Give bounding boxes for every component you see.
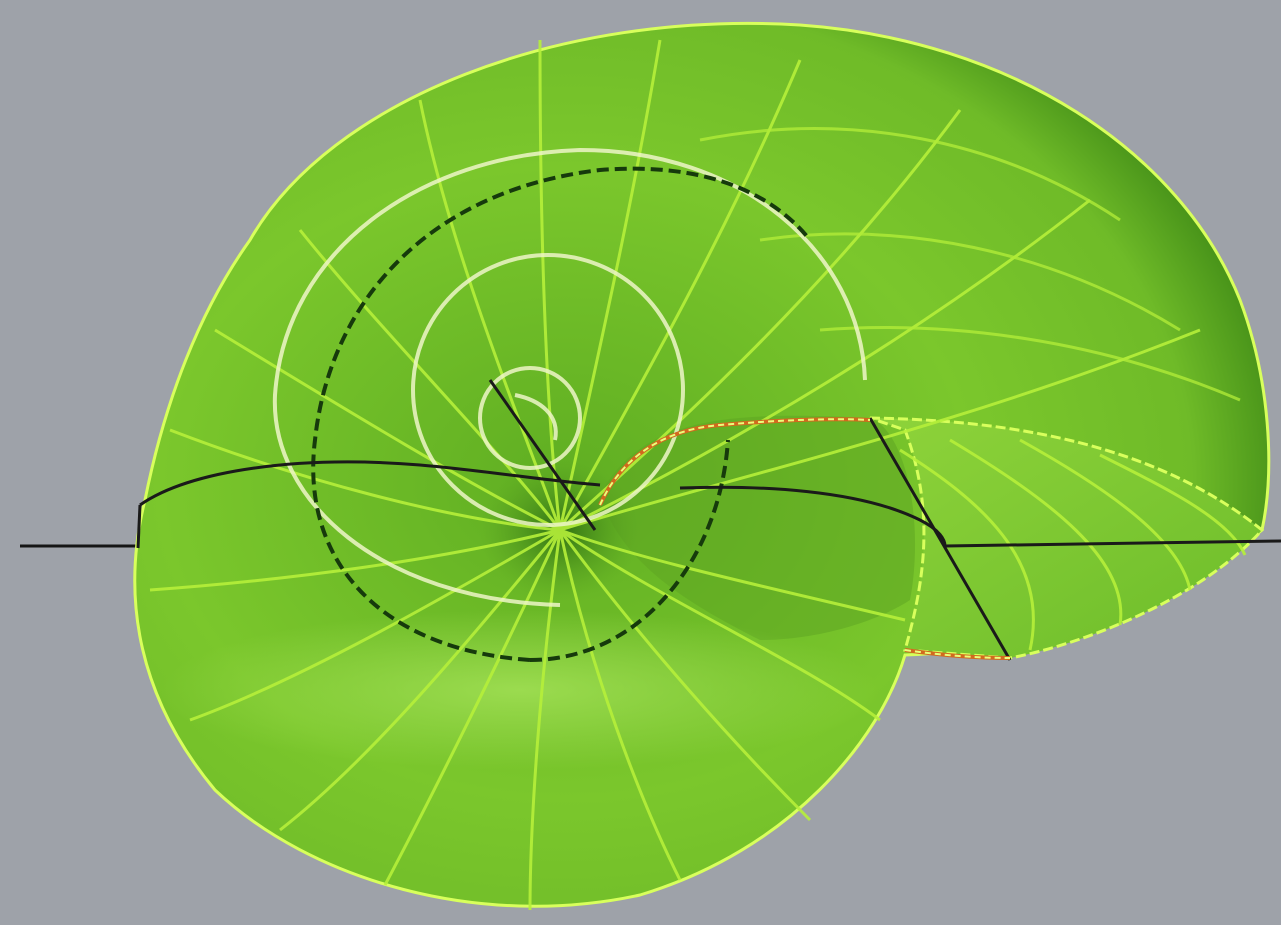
shell-surface[interactable]: [133, 21, 1271, 908]
edge-highlight: [599, 418, 1011, 659]
isocurve-lines: [149, 39, 1247, 911]
section-profile-curves: [136, 379, 1281, 661]
spiral-guide-curves: [272, 147, 867, 607]
